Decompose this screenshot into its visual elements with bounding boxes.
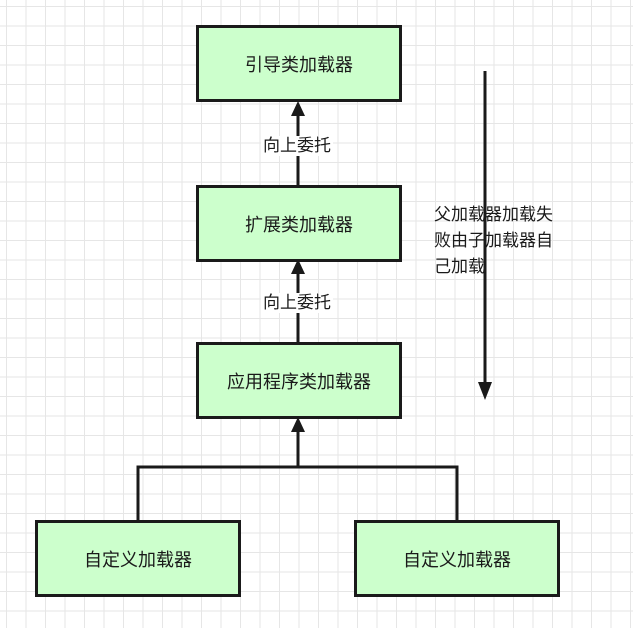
arrowhead-ext-to-boot xyxy=(291,101,305,116)
node-custom-loader-left: 自定义加载器 xyxy=(35,520,241,597)
connector-custom-left xyxy=(136,465,298,520)
node-custom-right-label: 自定义加载器 xyxy=(403,549,511,571)
node-bootstrap-loader: 引导类加载器 xyxy=(196,25,402,102)
fallback-arrowhead xyxy=(478,382,492,400)
node-custom-left-label: 自定义加载器 xyxy=(84,549,192,571)
node-custom-loader-right: 自定义加载器 xyxy=(354,520,560,597)
edge-label-app-to-ext: 向上委托 xyxy=(261,293,333,313)
edge-label-ext-to-boot: 向上委托 xyxy=(261,136,333,156)
node-extension-label: 扩展类加载器 xyxy=(245,214,353,236)
connector-custom-right xyxy=(298,465,459,520)
arrowhead-custom-to-app xyxy=(291,417,305,432)
node-application-label: 应用程序类加载器 xyxy=(227,371,371,393)
node-bootstrap-label: 引导类加载器 xyxy=(245,54,353,76)
fallback-note: 父加载器加载失败由子加载器自己加载 xyxy=(434,205,553,277)
node-extension-loader: 扩展类加载器 xyxy=(196,185,402,262)
node-application-loader: 应用程序类加载器 xyxy=(196,342,402,419)
arrowhead-app-to-ext xyxy=(291,259,305,274)
